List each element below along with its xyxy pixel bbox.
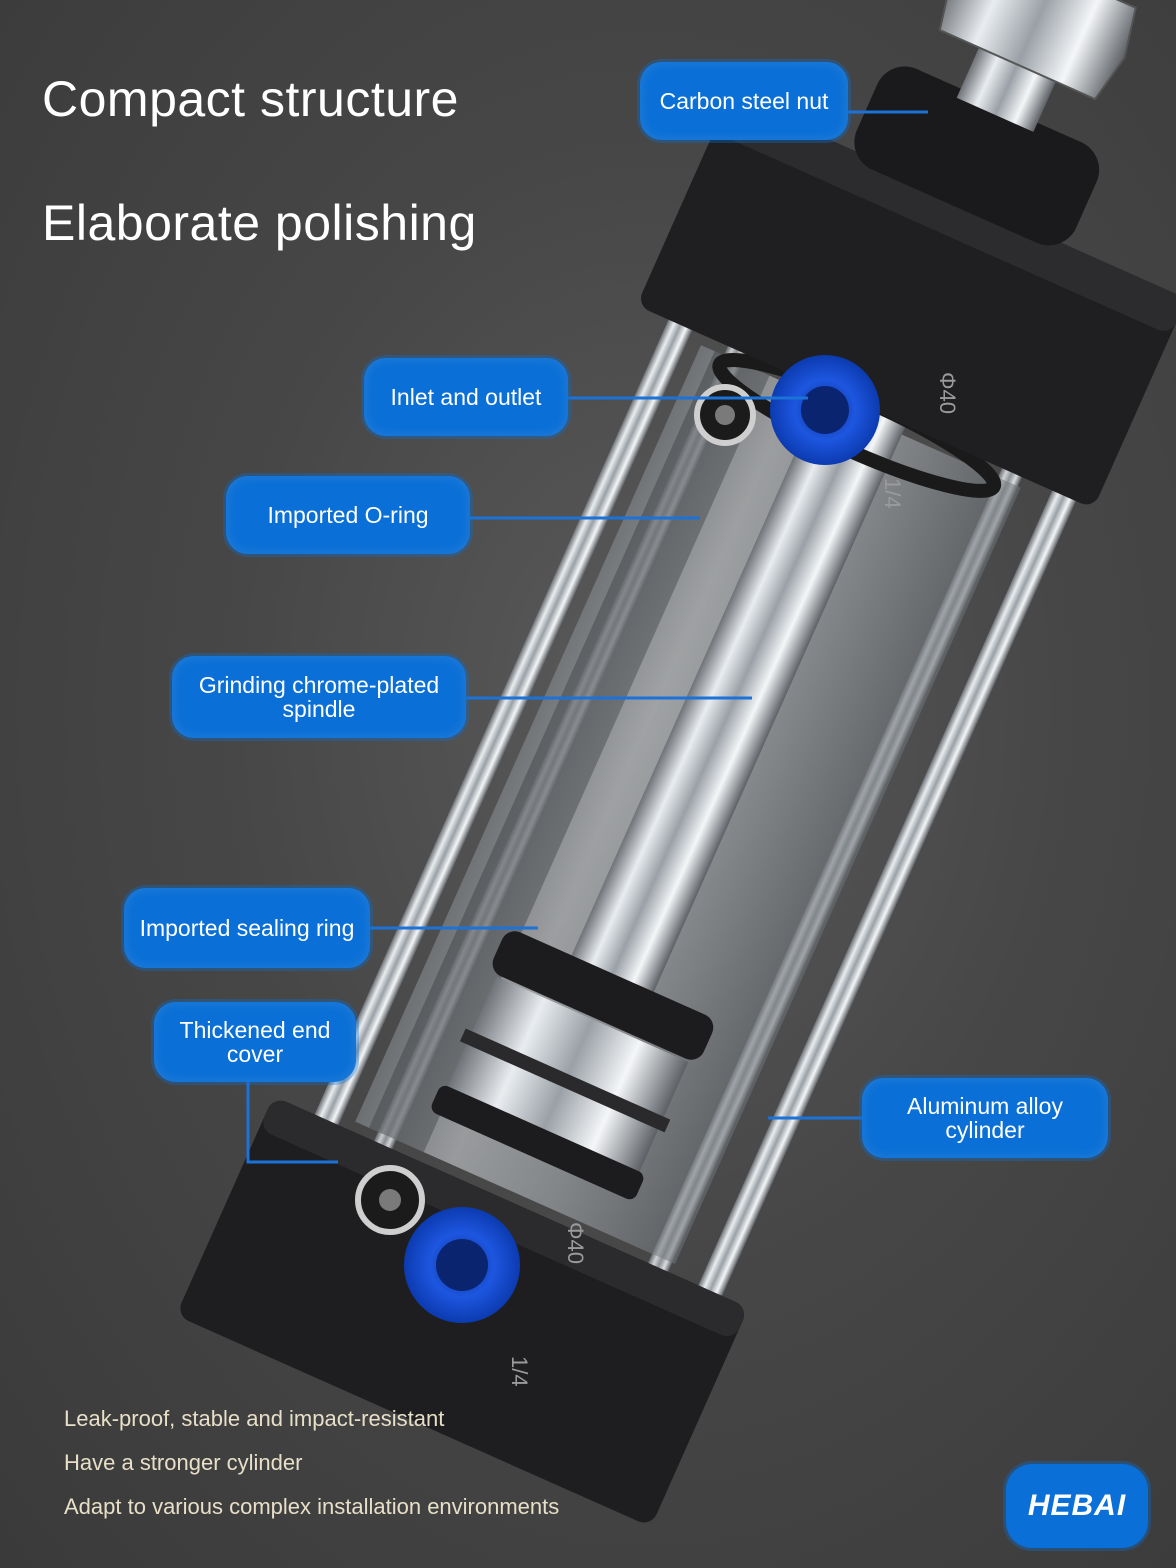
top-thread-marking: 1/4 xyxy=(880,478,905,509)
outlet-fitting-bottom-bore xyxy=(436,1239,488,1291)
sealing-ring xyxy=(492,931,714,1060)
bottom-end-cover-highlight xyxy=(263,1100,745,1337)
top-end-cover-highlight xyxy=(718,99,1176,331)
callout-aluminum-alloy-cylinder: Aluminum alloy cylinder xyxy=(862,1078,1108,1158)
bottom-bore-marking: Φ40 xyxy=(563,1222,588,1264)
headline-compact-structure: Compact structure xyxy=(42,71,459,127)
piston-body xyxy=(447,976,689,1172)
tagline-leak-proof: Leak-proof, stable and impact-resistant xyxy=(64,1406,445,1431)
top-bore-marking: Φ40 xyxy=(935,372,960,414)
bottom-thread-marking: 1/4 xyxy=(507,1356,532,1387)
bottom-hex-socket xyxy=(379,1189,401,1211)
inlet-fitting-top-bore xyxy=(801,386,849,434)
piston-seal-lower xyxy=(431,1085,644,1200)
callout-thickened-end-cover: Thickened end cover xyxy=(154,1002,356,1082)
callout-inlet-and-outlet: Inlet and outlet xyxy=(364,358,568,436)
tagline-installation: Adapt to various complex installation en… xyxy=(64,1494,560,1519)
top-hex-socket xyxy=(715,405,735,425)
top-end-cover xyxy=(640,99,1176,505)
tie-rod-right-front xyxy=(690,454,1093,1315)
callout-imported-o-ring: Imported O-ring xyxy=(226,476,470,554)
callout-imported-sealing-ring: Imported sealing ring xyxy=(124,888,370,968)
leader-line-end-cover xyxy=(246,1082,338,1164)
callout-grinding-spindle: Grinding chrome-plated spindle xyxy=(172,656,466,738)
tagline-stronger-cylinder: Have a stronger cylinder xyxy=(64,1450,303,1475)
carbon-steel-nut xyxy=(938,0,1137,101)
brand-logo: HEBAI xyxy=(1006,1464,1148,1548)
barrel-cutaway-shadow xyxy=(368,351,770,1153)
headline-elaborate-polishing: Elaborate polishing xyxy=(42,195,477,251)
callout-carbon-steel-nut: Carbon steel nut xyxy=(640,62,848,140)
chrome-spindle xyxy=(563,388,907,1011)
piston-groove xyxy=(459,1028,671,1133)
